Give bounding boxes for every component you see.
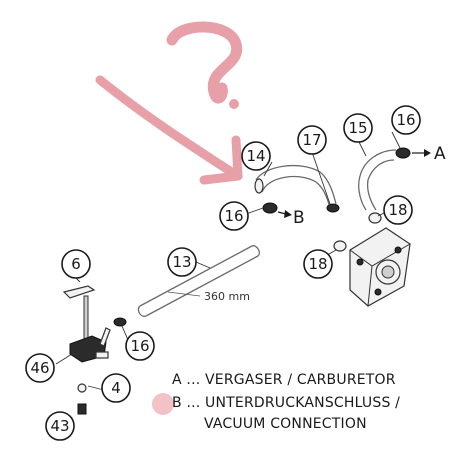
clamp-18-b	[333, 240, 347, 252]
dimension-label: 360 mm	[204, 290, 250, 303]
callout-17-label: 17	[302, 131, 321, 149]
callout-18-top: 18	[383, 195, 413, 225]
clamp-16-b	[262, 202, 278, 214]
arrow-to-b	[277, 210, 292, 218]
hose-15	[358, 149, 397, 211]
callout-16-bottom: 16	[125, 331, 155, 361]
legend-line-c: VACUUM CONNECTION	[204, 416, 367, 432]
hose-13	[137, 245, 260, 317]
handwritten-annotation	[95, 21, 243, 415]
clamp-17	[326, 203, 340, 213]
callout-16-mid: 16	[219, 201, 249, 231]
callout-4: 4	[101, 373, 131, 403]
dimension-360mm: 360 mm	[167, 290, 250, 303]
connection-label-a: A	[434, 144, 446, 164]
callout-18b-label: 18	[308, 255, 327, 273]
callout-16b-label: 16	[224, 207, 243, 225]
clamp-16-c	[113, 317, 127, 327]
callout-6: 6	[61, 249, 91, 279]
legend-line-a: A ... VERGASER / CARBURETOR	[172, 372, 396, 388]
clamp-18-a	[368, 212, 382, 224]
hose-14	[254, 164, 337, 209]
callout-46: 46	[25, 353, 55, 383]
callout-6-label: 6	[71, 255, 81, 273]
callout-16-top: 16	[391, 105, 421, 135]
vacuum-pump	[349, 227, 411, 307]
callout-16c-label: 16	[130, 337, 149, 355]
callout-46-label: 46	[30, 359, 49, 377]
callout-14-label: 14	[246, 147, 265, 165]
connection-label-b: B	[293, 208, 305, 228]
clamp-16-a	[395, 147, 411, 159]
callout-17: 17	[297, 125, 327, 155]
callout-16a-label: 16	[396, 111, 415, 129]
legend-line-b: B ... UNTERDRUCKANSCHLUSS /	[172, 395, 401, 411]
fuel-tap	[62, 285, 111, 415]
callout-14: 14	[241, 141, 271, 171]
callout-43: 43	[45, 411, 75, 441]
callout-13: 13	[167, 247, 197, 277]
callout-18a-label: 18	[388, 201, 407, 219]
callout-13-label: 13	[172, 253, 191, 271]
callout-43-label: 43	[50, 417, 69, 435]
callout-4-label: 4	[111, 379, 121, 397]
callout-15-label: 15	[348, 119, 367, 137]
callout-15: 15	[343, 113, 373, 143]
callout-18-mid: 18	[303, 249, 333, 279]
arrow-to-a	[412, 149, 431, 157]
